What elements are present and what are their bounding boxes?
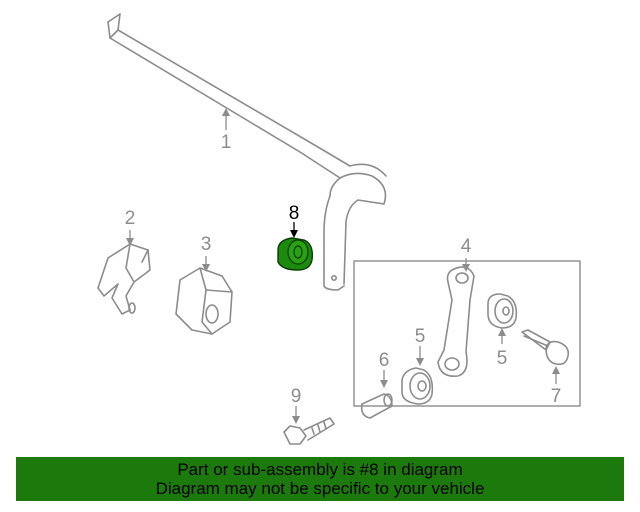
stabilizer-bushing — [175, 267, 233, 335]
callout-8[interactable]: 8 — [289, 203, 300, 224]
callout-5-upper: 5 — [497, 348, 508, 369]
stabilizer-bracket — [97, 243, 151, 315]
mounting-bolt — [283, 417, 335, 445]
link-bolt — [521, 329, 570, 366]
stabilizer-bar — [107, 13, 387, 291]
callout-9: 9 — [291, 386, 302, 407]
callout-1: 1 — [221, 132, 232, 153]
callout-2: 2 — [125, 208, 136, 229]
highlighted-bushing-part-8[interactable] — [277, 237, 314, 271]
callout-5-lower: 5 — [415, 326, 426, 347]
stabilizer-link — [437, 266, 475, 378]
callout-7: 7 — [551, 386, 562, 407]
callout-4: 4 — [461, 236, 472, 257]
link-bushing-lower — [401, 367, 434, 405]
callout-3: 3 — [201, 234, 212, 255]
callout-6: 6 — [379, 350, 390, 371]
parts-diagram: 1 2 3 8 4 5 5 6 7 9 — [97, 13, 581, 445]
link-sleeve — [360, 393, 393, 419]
link-assembly-box — [353, 260, 581, 407]
callout-arrows — [126, 108, 560, 424]
info-banner: Part or sub-assembly is #8 in diagram Di… — [16, 457, 624, 501]
banner-line-part-info: Part or sub-assembly is #8 in diagram — [177, 460, 463, 479]
link-bushing-upper — [487, 293, 518, 329]
banner-line-disclaimer: Diagram may not be specific to your vehi… — [155, 479, 485, 498]
